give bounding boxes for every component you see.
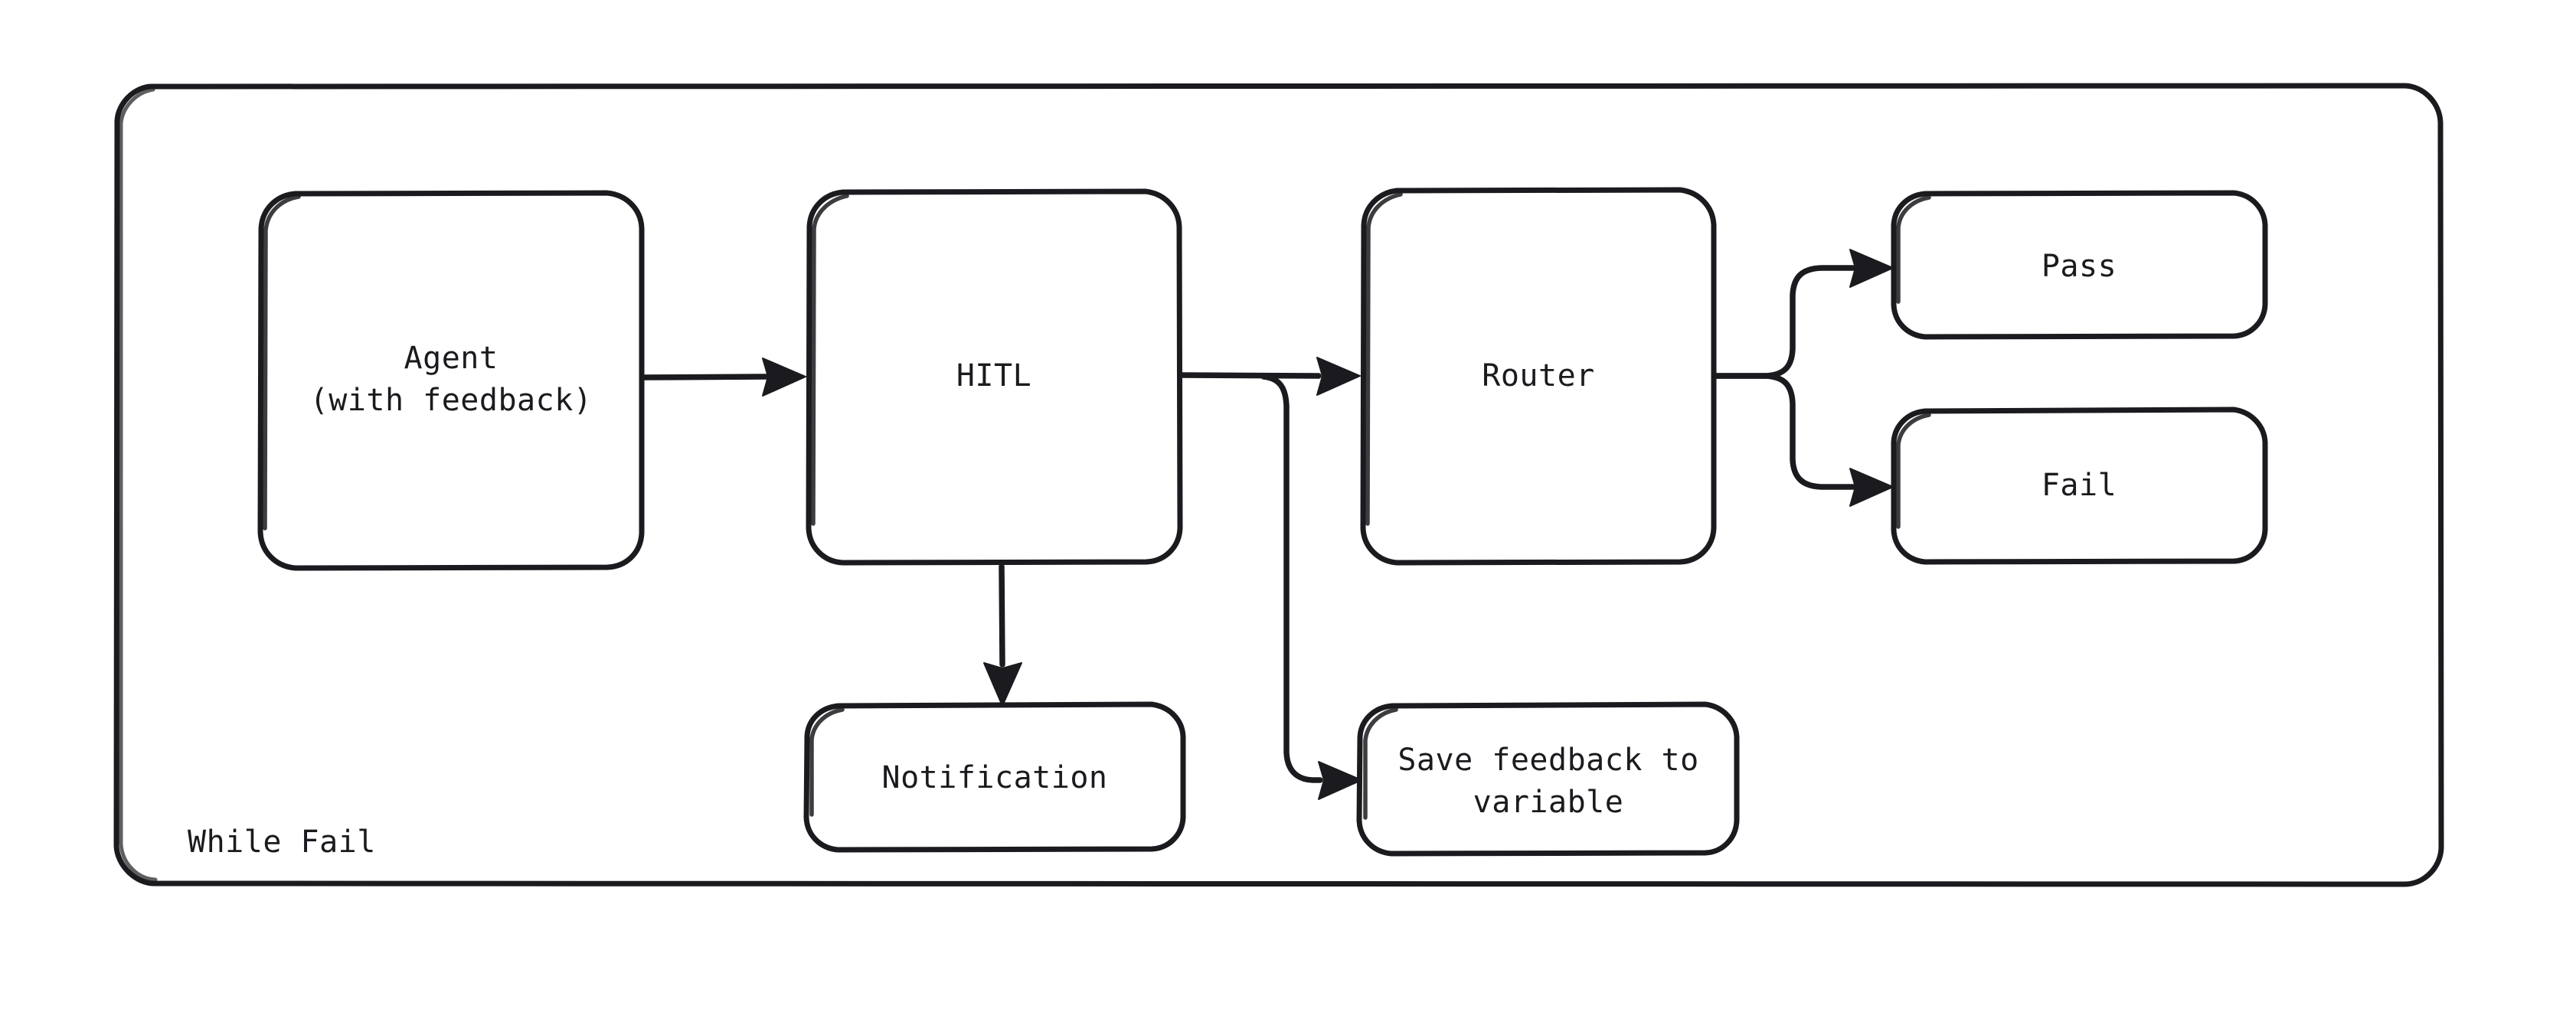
edge-router-to-pass-line bbox=[1713, 265, 1856, 379]
edge-hitl-to-router bbox=[1179, 357, 1361, 396]
edge-router-to-fail bbox=[1713, 373, 1894, 507]
node-pass-label-line1: Pass bbox=[2042, 249, 2117, 284]
edge-router-to-fail-line bbox=[1713, 373, 1856, 490]
node-notification-label-line1: Notification bbox=[882, 760, 1108, 795]
node-fail-label-line1: Fail bbox=[2042, 468, 2117, 503]
node-agent-label-line2: (with feedback) bbox=[310, 383, 593, 418]
edge-hitl-to-savefeedback-line bbox=[1260, 374, 1323, 783]
node-hitl-shape bbox=[806, 188, 1183, 566]
node-agent-shape-sketch bbox=[263, 194, 301, 531]
group-label-while-fail: While Fail bbox=[188, 825, 376, 860]
node-agent-label-line1: Agent bbox=[404, 341, 499, 376]
edge-router-to-pass-arrowhead bbox=[1849, 249, 1894, 288]
node-notification[interactable]: Notification bbox=[803, 701, 1186, 853]
node-hitl-shape-sketch bbox=[811, 194, 849, 526]
node-pass-shape-sketch bbox=[1896, 195, 1931, 304]
node-router-shape bbox=[1360, 187, 1717, 566]
node-notification-shape-sketch bbox=[809, 707, 845, 817]
node-fail[interactable]: Fail bbox=[1891, 407, 2268, 565]
edge-agent-to-hitl-arrowhead bbox=[762, 358, 806, 397]
edge-hitl-to-savefeedback-arrowhead bbox=[1318, 761, 1362, 800]
edge-router-to-fail-arrowhead bbox=[1849, 468, 1894, 507]
node-hitl[interactable]: HITL bbox=[806, 188, 1183, 566]
edge-hitl-to-router-arrowhead bbox=[1316, 357, 1361, 396]
node-fail-shape-sketch bbox=[1896, 413, 1931, 529]
edge-hitl-to-notification bbox=[983, 563, 1022, 707]
node-router-label-line1: Router bbox=[1482, 358, 1595, 393]
node-pass[interactable]: Pass bbox=[1891, 190, 2268, 340]
edge-hitl-to-savefeedback bbox=[1260, 374, 1362, 800]
node-savefeedback[interactable]: Save feedback to variable bbox=[1356, 701, 1740, 857]
edge-hitl-to-router-line bbox=[1179, 372, 1322, 379]
node-hitl-label-line1: HITL bbox=[956, 358, 1031, 393]
group-while-fail[interactable]: While Fail bbox=[113, 83, 2444, 887]
node-savefeedback-shape bbox=[1356, 701, 1740, 857]
node-router[interactable]: Router bbox=[1360, 187, 1717, 566]
group-border-sketch bbox=[119, 87, 158, 882]
group-border bbox=[113, 83, 2444, 887]
node-fail-shape bbox=[1891, 407, 2268, 565]
node-agent[interactable]: Agent (with feedback) bbox=[257, 190, 645, 571]
node-pass-shape bbox=[1891, 190, 2268, 340]
edge-hitl-to-notification-arrowhead bbox=[983, 662, 1022, 707]
node-savefeedback-label-line2: variable bbox=[1473, 785, 1624, 820]
node-notification-shape bbox=[803, 701, 1186, 853]
node-savefeedback-shape-sketch bbox=[1363, 707, 1398, 820]
edge-router-to-pass bbox=[1713, 249, 1894, 379]
node-agent-shape bbox=[257, 190, 645, 571]
node-savefeedback-label-line1: Save feedback to bbox=[1398, 743, 1698, 778]
edge-agent-to-hitl bbox=[641, 358, 806, 397]
node-router-shape-sketch bbox=[1365, 192, 1403, 526]
